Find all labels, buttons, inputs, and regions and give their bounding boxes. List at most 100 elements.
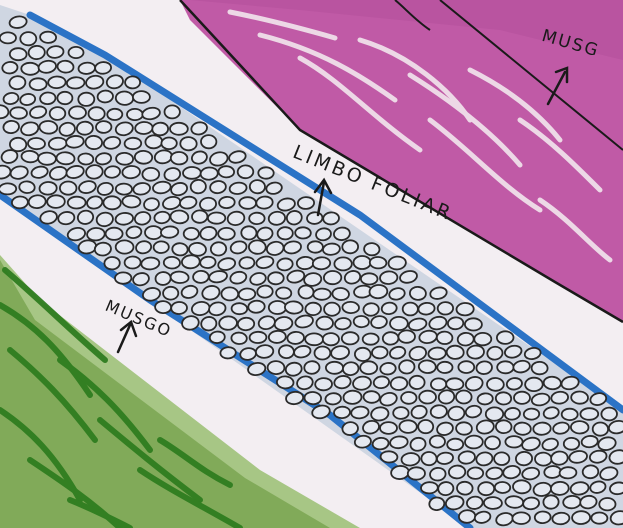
leaf-cell xyxy=(238,288,256,301)
leaf-cell xyxy=(456,391,472,404)
leaf-cell xyxy=(96,121,112,133)
leaf-cell xyxy=(284,301,303,315)
leaf-cell xyxy=(106,228,123,240)
leaf-cell xyxy=(57,92,72,105)
leaf-cell xyxy=(457,332,474,346)
leaf-cell xyxy=(11,196,28,209)
leaf-cell xyxy=(28,194,46,209)
leaf-cell xyxy=(124,256,140,269)
leaf-cell xyxy=(486,407,504,421)
leaf-cell xyxy=(494,452,509,465)
leaf-cell xyxy=(353,315,369,327)
leaf-cell xyxy=(398,330,415,343)
leaf-cell xyxy=(231,332,247,344)
leaf-cell xyxy=(170,152,187,165)
leaf-cell xyxy=(50,107,66,120)
leaf-cell xyxy=(437,302,453,315)
leaf-cell xyxy=(495,392,511,405)
leaf-cell xyxy=(523,497,540,510)
leaf-cell xyxy=(298,197,315,210)
leaf-cell xyxy=(467,345,485,360)
leaf-cell xyxy=(390,377,408,391)
leaf-cell xyxy=(421,452,437,466)
leaf-cell xyxy=(399,420,417,433)
leaf-cell xyxy=(95,61,112,74)
leaf-cell xyxy=(564,438,580,450)
leaf-cell xyxy=(116,183,133,195)
leaf-cell xyxy=(155,271,172,286)
leaf-cell xyxy=(10,48,27,61)
leaf-cell xyxy=(239,257,255,270)
leaf-cell xyxy=(485,436,500,449)
leaf-cell xyxy=(369,284,388,299)
leaf-cell xyxy=(484,497,502,509)
leaf-cell xyxy=(28,45,45,59)
leaf-cell xyxy=(220,347,236,359)
leaf-cell xyxy=(401,452,420,466)
leaf-cell xyxy=(448,465,465,479)
leaf-cell xyxy=(210,242,226,256)
leaf-cell xyxy=(399,360,415,374)
leaf-cell xyxy=(218,228,235,240)
leaf-cell xyxy=(10,107,27,119)
leaf-cell xyxy=(28,138,46,150)
leaf-cell xyxy=(342,301,359,313)
leaf-cell xyxy=(544,465,562,478)
leaf-cell xyxy=(535,452,552,466)
leaf-cell xyxy=(401,392,417,404)
leaf-cell xyxy=(305,333,323,345)
leaf-cell xyxy=(268,272,284,285)
leaf-cell xyxy=(314,346,330,360)
leaf-cell xyxy=(409,286,426,300)
leaf-cell xyxy=(249,213,265,225)
leaf-cell xyxy=(125,76,140,88)
leaf-cell xyxy=(543,376,561,390)
leaf-cell xyxy=(218,166,234,178)
leaf-cell xyxy=(142,168,159,181)
leaf-cell xyxy=(458,361,474,373)
leaf-cell xyxy=(56,152,75,165)
leaf-cell xyxy=(505,495,524,508)
leaf-cell xyxy=(107,109,122,121)
leaf-cell xyxy=(78,92,94,106)
leaf-cell xyxy=(219,196,236,209)
leaf-cell xyxy=(316,317,333,330)
leaf-cell xyxy=(231,303,247,315)
leaf-cell xyxy=(428,347,446,360)
leaf-cell xyxy=(21,150,39,163)
leaf-cell xyxy=(268,330,286,343)
leaf-cell xyxy=(430,405,447,419)
leaf-cell xyxy=(304,391,321,404)
leaf-cell xyxy=(363,303,379,317)
leaf-cell xyxy=(193,271,209,284)
leaf-cell xyxy=(514,422,531,435)
leaf-cell xyxy=(188,242,206,256)
leaf-cell xyxy=(122,165,141,179)
leaf-cell xyxy=(104,257,120,270)
leaf-cell xyxy=(421,482,438,494)
leaf-cell xyxy=(324,303,340,316)
leaf-cell xyxy=(571,421,589,434)
leaf-cell xyxy=(456,422,473,435)
leaf-cell xyxy=(76,121,93,135)
leaf-cell xyxy=(87,227,106,241)
leaf-cell xyxy=(342,332,359,344)
leaf-cell xyxy=(201,135,217,149)
leaf-cell xyxy=(124,138,141,150)
leaf-cell xyxy=(97,90,113,103)
leaf-cell xyxy=(192,210,208,223)
leaf-cell xyxy=(571,391,588,404)
leaf-cell xyxy=(332,287,350,300)
leaf-cell xyxy=(550,481,569,495)
leaf-cell xyxy=(0,32,16,43)
leaf-cell xyxy=(127,109,143,120)
leaf-cell xyxy=(152,122,169,136)
leaf-cell xyxy=(361,273,378,284)
leaf-cell xyxy=(543,495,559,509)
leaf-cell xyxy=(122,195,141,208)
leaf-cell xyxy=(514,392,530,404)
leaf-cell xyxy=(20,32,36,45)
leaf-cell xyxy=(497,331,514,344)
leaf-cell xyxy=(334,406,351,418)
leaf-cell xyxy=(249,180,265,194)
